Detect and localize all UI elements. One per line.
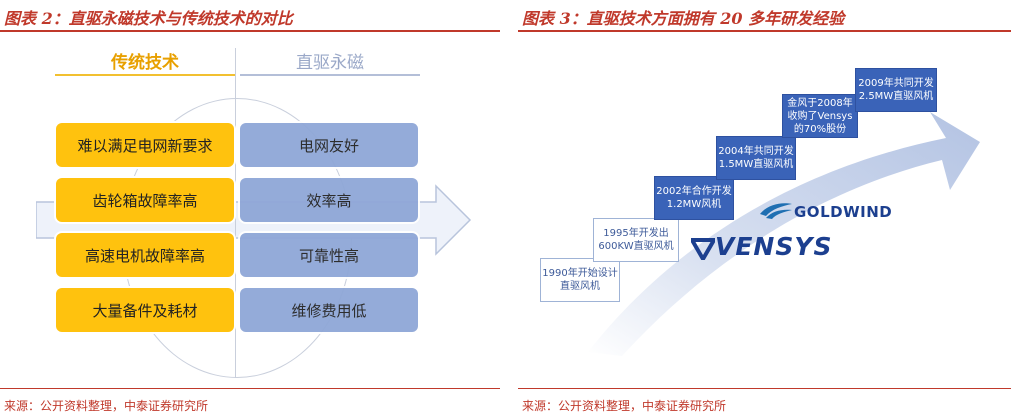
title-rule — [518, 30, 1011, 32]
direct-drive-cell: 可靠性高 — [240, 233, 418, 277]
goldwind-logo-text: GOLDWIND — [794, 203, 893, 221]
column-divider — [235, 48, 236, 378]
traditional-header: 传统技术 — [55, 50, 235, 76]
traditional-cell: 齿轮箱故障率高 — [56, 178, 234, 222]
direct-drive-cell: 维修费用低 — [240, 288, 418, 332]
title-rule — [0, 30, 500, 32]
traditional-cell: 大量备件及耗材 — [56, 288, 234, 332]
traditional-cell: 难以满足电网新要求 — [56, 123, 234, 167]
milestone-box: 2004年共同开发1.5MW直驱风机 — [716, 136, 796, 180]
figure-3-panel: 图表 3：直驱技术方面拥有 20 多年研发经验 1990年开始设计直驱风机 19… — [518, 0, 1011, 420]
figure-2-title: 图表 2：直驱永磁技术与传统技术的对比 — [4, 9, 293, 28]
goldwind-logo-icon — [760, 203, 792, 219]
vensys-logo-text: VENSYS — [715, 232, 833, 261]
milestone-box: 1995年开发出600KW直驱风机 — [593, 218, 679, 262]
figure-3-title: 图表 3：直驱技术方面拥有 20 多年研发经验 — [522, 9, 845, 28]
milestone-box: 2002年合作开发1.2MW风机 — [654, 176, 734, 220]
milestone-box: 1990年开始设计直驱风机 — [540, 258, 620, 302]
figure-2-source: 来源：公开资料整理，中泰证券研究所 — [4, 399, 209, 413]
milestone-box: 金风于2008年收购了Vensys的70%股份 — [782, 94, 858, 138]
milestone-box: 2009年共同开发2.5MW直驱风机 — [855, 68, 937, 112]
figure-2-panel: 图表 2：直驱永磁技术与传统技术的对比 传统技术 直驱永磁 难以满足电网新要求 … — [0, 0, 500, 420]
direct-drive-cell: 电网友好 — [240, 123, 418, 167]
bottom-rule — [0, 388, 500, 389]
direct-drive-header: 直驱永磁 — [240, 50, 420, 76]
figure-3-source: 来源：公开资料整理，中泰证券研究所 — [522, 399, 727, 413]
direct-drive-cell: 效率高 — [240, 178, 418, 222]
vensys-logo-icon — [691, 238, 715, 260]
traditional-cell: 高速电机故障率高 — [56, 233, 234, 277]
bottom-rule — [518, 388, 1011, 389]
growth-sweep-arrow-icon — [588, 112, 980, 356]
